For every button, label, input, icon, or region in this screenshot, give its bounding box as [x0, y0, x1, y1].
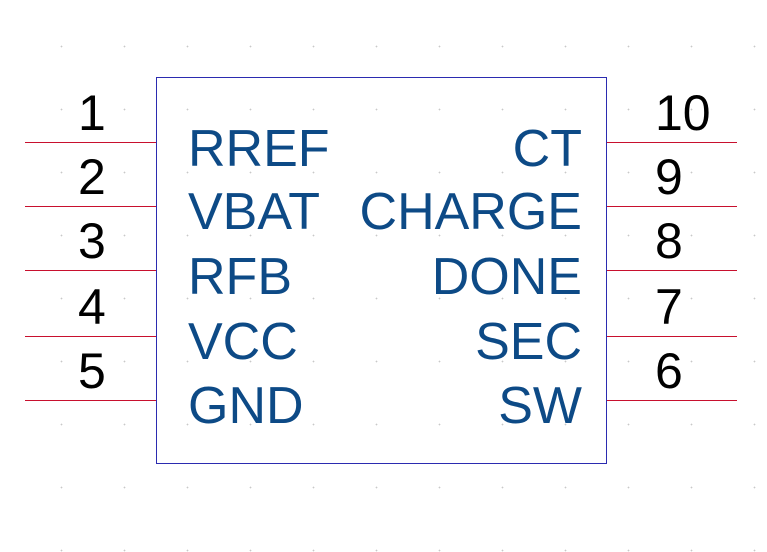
- pin-10-line: [607, 142, 737, 143]
- pin-9-line: [607, 206, 737, 207]
- pin-4-line: [25, 336, 156, 337]
- pin-5-label: GND: [188, 377, 304, 435]
- pin-8-label: DONE: [431, 248, 582, 306]
- pin-2-label: VBAT: [188, 183, 320, 241]
- pin-3-label: RFB: [188, 248, 292, 306]
- pin-3-line: [25, 270, 156, 271]
- pin-4-label: VCC: [188, 313, 298, 371]
- pin-7-label: SEC: [475, 313, 582, 371]
- pin-10-label: CT: [512, 120, 582, 178]
- pin-3-number: 3: [78, 213, 106, 269]
- pin-7-line: [607, 336, 737, 337]
- pin-2-line: [25, 206, 156, 207]
- pin-9-number: 9: [655, 149, 683, 205]
- pin-1-label: RREF: [188, 120, 330, 178]
- pin-7-number: 7: [655, 279, 683, 335]
- pin-5-line: [25, 400, 156, 401]
- pin-8-number: 8: [655, 213, 683, 269]
- pin-6-line: [607, 400, 737, 401]
- pin-9-label: CHARGE: [359, 183, 582, 241]
- pin-2-number: 2: [78, 149, 106, 205]
- pin-8-line: [607, 270, 737, 271]
- component-body: [156, 77, 607, 464]
- pin-1-line: [25, 142, 156, 143]
- pin-10-number: 10: [655, 85, 711, 141]
- pin-5-number: 5: [78, 343, 106, 399]
- pin-6-label: SW: [498, 377, 582, 435]
- pin-4-number: 4: [78, 279, 106, 335]
- pin-6-number: 6: [655, 343, 683, 399]
- pin-1-number: 1: [78, 85, 106, 141]
